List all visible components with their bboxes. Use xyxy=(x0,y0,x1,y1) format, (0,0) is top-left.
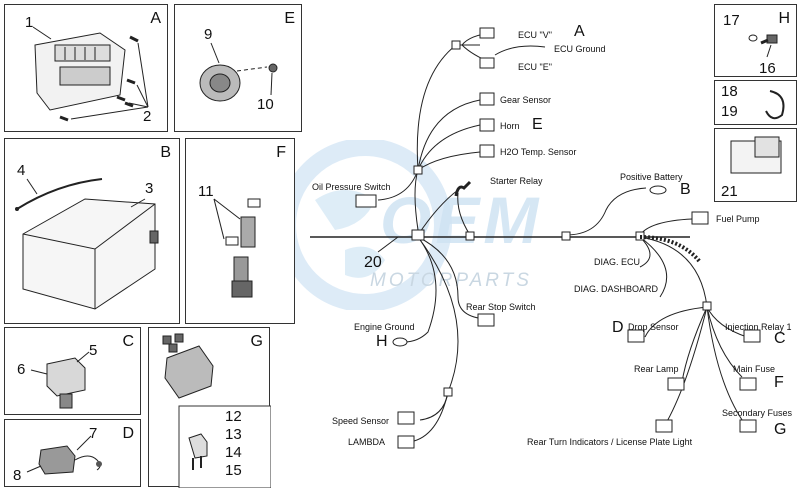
label-speed-sensor: Speed Sensor xyxy=(332,416,390,426)
part-number: 14 xyxy=(225,444,242,461)
label-ecu-v: ECU "V" xyxy=(518,30,552,40)
part-number: 3 xyxy=(145,180,154,197)
ref-letter-f: F xyxy=(774,374,784,391)
relay-drawing xyxy=(30,351,90,409)
label-h2o-temp: H2O Temp. Sensor xyxy=(500,147,577,157)
panel-b: B 4 3 xyxy=(4,138,180,324)
watermark-sub: MOTORPARTS xyxy=(370,270,532,291)
panel-letter: B xyxy=(160,144,171,161)
part-number: 16 xyxy=(759,60,776,77)
panel-h: H 17 16 xyxy=(714,4,797,77)
panel-a: A 1 2 xyxy=(4,4,168,132)
part-number: 18 xyxy=(721,83,738,100)
label-horn: Horn xyxy=(500,121,520,131)
ref-letter-a: A xyxy=(574,23,585,40)
ref-letter-e: E xyxy=(532,116,543,133)
panel-letter: H xyxy=(778,10,790,27)
fuse-holder-drawing xyxy=(213,198,261,298)
part-number: 10 xyxy=(257,96,274,113)
label-rear-lamp: Rear Lamp xyxy=(634,364,679,374)
part-number-20: 20 xyxy=(364,254,382,271)
ecu-drawing xyxy=(32,26,149,122)
label-injection-relay: Injection Relay 1 xyxy=(725,322,792,332)
watermark-brand: OEM xyxy=(380,183,543,257)
ref-letter-d: D xyxy=(612,319,624,336)
ref-letter-c: C xyxy=(774,330,786,347)
part-number: 1 xyxy=(25,14,34,31)
label-diag-dashboard: DIAG. DASHBOARD xyxy=(574,284,659,294)
battery-drawing xyxy=(15,178,159,310)
panel-18-19: 18 19 xyxy=(714,80,797,125)
label-drop-sensor: Drop Sensor xyxy=(628,322,679,332)
part-number: 5 xyxy=(89,342,98,359)
drop-sensor-drawing xyxy=(26,435,102,475)
label-card-drawing xyxy=(730,136,782,174)
panel-letter: C xyxy=(122,333,134,350)
label-oil-pressure: Oil Pressure Switch xyxy=(312,182,391,192)
label-gear-sensor: Gear Sensor xyxy=(500,95,552,105)
part-number: 9 xyxy=(204,26,213,43)
label-rear-stop: Rear Stop Switch xyxy=(466,302,536,312)
part-number: 13 xyxy=(225,426,242,443)
panel-g: G 12 13 14 15 xyxy=(148,327,271,488)
label-main-fuse: Main Fuse xyxy=(733,364,776,374)
label-positive-battery: Positive Battery xyxy=(620,172,683,182)
panel-21: 21 xyxy=(714,128,797,202)
panel-letter: A xyxy=(150,10,161,27)
part-number: 4 xyxy=(17,162,26,179)
part-number: 21 xyxy=(721,183,738,200)
label-lambda: LAMBDA xyxy=(348,437,386,447)
part-number: 8 xyxy=(13,467,22,484)
panel-f: F 11 xyxy=(185,138,295,324)
horn-drawing xyxy=(199,42,278,102)
bolt-washer-drawing xyxy=(748,34,778,58)
label-rear-turn: Rear Turn Indicators / License Plate Lig… xyxy=(527,437,693,447)
clamp-drawing xyxy=(765,90,785,120)
part-number: 2 xyxy=(143,108,152,125)
label-secondary-fuses: Secondary Fuses xyxy=(722,408,793,418)
panel-letter: G xyxy=(250,333,263,350)
ref-letter-h: H xyxy=(376,333,388,350)
part-number: 17 xyxy=(723,12,740,29)
label-diag-ecu: DIAG. ECU xyxy=(594,257,641,267)
label-starter-relay: Starter Relay xyxy=(490,176,543,186)
panel-c: C 5 6 xyxy=(4,327,141,415)
panel-letter: D xyxy=(122,425,134,442)
ref-letter-b: B xyxy=(680,181,691,198)
label-ecu-ground: ECU Ground xyxy=(554,44,606,54)
panel-letter: F xyxy=(276,144,286,161)
ref-letter-g: G xyxy=(774,421,787,438)
part-number: 11 xyxy=(198,183,214,200)
panel-letter: E xyxy=(284,10,295,27)
panel-e: E 9 10 xyxy=(174,4,302,132)
part-number: 15 xyxy=(225,462,242,479)
part-number: 7 xyxy=(89,425,98,442)
panel-d: D 7 8 xyxy=(4,419,141,487)
label-ecu-e: ECU "E" xyxy=(518,62,552,72)
part-number: 19 xyxy=(721,103,738,120)
fuse-box-drawing xyxy=(162,333,271,488)
part-number: 12 xyxy=(225,408,242,425)
part-number: 6 xyxy=(17,361,26,378)
label-engine-ground: Engine Ground xyxy=(354,322,415,332)
label-fuel-pump: Fuel Pump xyxy=(716,214,760,224)
